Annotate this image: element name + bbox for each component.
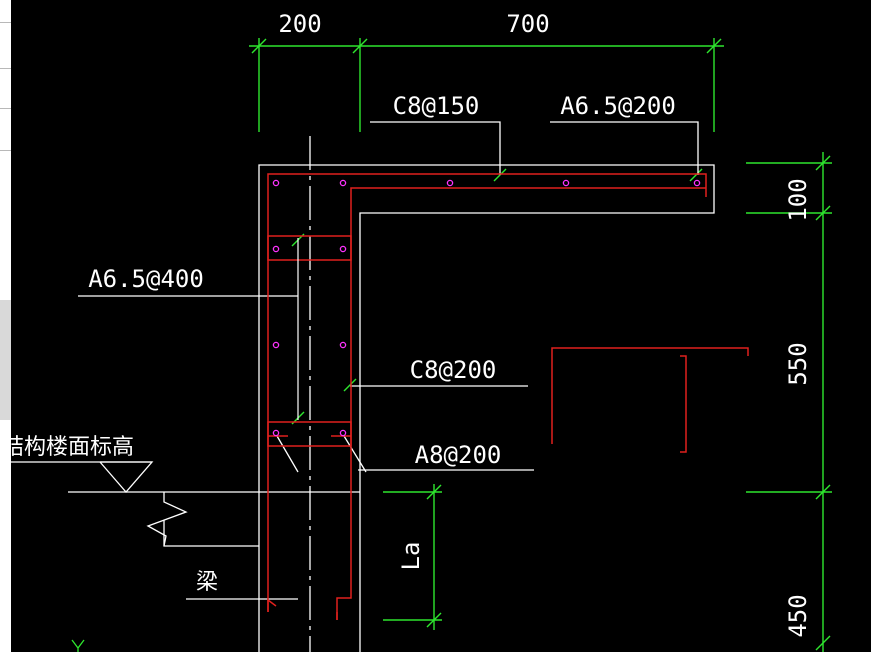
tick-mark [251, 38, 267, 54]
tick-mark [706, 38, 722, 54]
tick-mark [815, 205, 831, 221]
rebar-dot [446, 179, 454, 187]
dim-450: 450 [784, 594, 812, 637]
bar-hook [267, 598, 277, 612]
tick-mark [815, 484, 831, 500]
rebar-dot [339, 179, 347, 187]
tick-mark [426, 612, 442, 628]
hook-leader [276, 435, 299, 473]
tick-mark [815, 155, 831, 171]
edge-tick [0, 150, 11, 151]
rebar-dot [272, 179, 280, 187]
rebar-dot [272, 245, 280, 253]
outer-l-bar [267, 173, 707, 612]
detail-bar-bent [551, 347, 749, 444]
dimension-lines [249, 38, 832, 652]
rebar-dot [339, 429, 347, 437]
edge-tick [0, 108, 11, 109]
rebar-dot [339, 245, 347, 253]
concrete-outline [10, 121, 715, 652]
elevation-triangle [99, 461, 154, 493]
stirrup-bottom [267, 421, 352, 447]
rebar-dot [562, 179, 570, 187]
hook-leader [343, 435, 367, 473]
edge-scroll-grip[interactable] [0, 300, 11, 420]
stirrup-top [267, 235, 352, 261]
label-a65-400: A6.5@400 [88, 265, 204, 293]
tick-mark [689, 168, 703, 182]
beam-note: 梁 [196, 570, 218, 595]
tick-mark [426, 484, 442, 500]
rebar-dot [272, 341, 280, 349]
leader-a65-200 [550, 121, 699, 175]
label-c8-200: C8@200 [410, 356, 497, 384]
rebar-dot [272, 429, 280, 437]
rebar-dot [693, 179, 701, 187]
label-a65-200: A6.5@200 [560, 92, 676, 120]
dim-550: 550 [784, 342, 812, 385]
dim-700: 700 [506, 10, 549, 38]
dim-100: 100 [784, 178, 812, 221]
left-ui-edge [0, 0, 11, 652]
rebar-group [267, 173, 749, 620]
break-symbol [146, 492, 188, 547]
label-c8-150: C8@150 [393, 92, 480, 120]
edge-tick [0, 68, 11, 69]
label-a8-200: A8@200 [415, 441, 502, 469]
dim-200: 200 [278, 10, 321, 38]
tick-mark [352, 38, 368, 54]
floor-elevation-note: 结构楼面标高 [2, 435, 134, 460]
rebar-dots [272, 179, 701, 437]
leader-c8-150 [370, 121, 501, 175]
tick-mark [343, 378, 357, 392]
tick-mark [815, 635, 831, 651]
axis-y-marker-icon [71, 639, 85, 652]
edge-tick [0, 22, 11, 23]
rebar-dot [339, 341, 347, 349]
inner-l-bar [336, 187, 706, 620]
beam-outline [163, 520, 259, 547]
detail-bar-u [680, 355, 687, 453]
dim-la: La [397, 542, 425, 571]
section-outline [258, 164, 715, 652]
